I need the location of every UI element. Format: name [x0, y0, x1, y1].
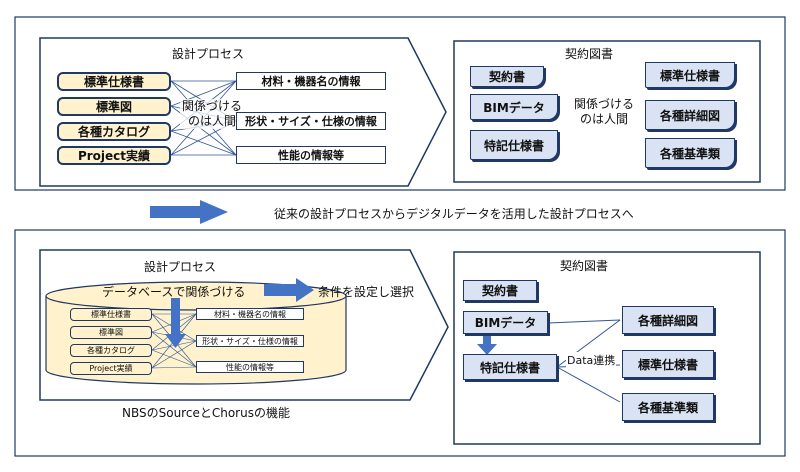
top-output-performance: 性能の情報等 — [236, 146, 386, 164]
top-contract-relation-line2: のは人間 — [579, 112, 628, 126]
database-down-arrow — [165, 298, 186, 348]
bottom-process-title: 設計プロセス — [144, 260, 217, 274]
condition-right-arrow — [264, 278, 314, 302]
top-doc-bim: BIMデータ — [470, 94, 558, 120]
top-output-material: 材料・機器名の情報 — [236, 72, 386, 90]
bottom-doc-detail-drawings: 各種詳細図 — [622, 306, 714, 334]
top-relation-line1: 関係づける — [181, 99, 242, 113]
top-contract-relation-note: 関係づける のは人間 — [568, 97, 640, 127]
top-doc-special-spec: 特記仕様書 — [470, 130, 558, 160]
top-process-title: 設計プロセス — [172, 47, 245, 61]
bottom-doc-bim: BIMデータ — [463, 311, 548, 334]
bottom-outer-frame — [14, 229, 786, 457]
bottom-relation-lines — [151, 313, 197, 369]
top-contract-title: 契約図書 — [565, 47, 614, 61]
bottom-output-material: 材料・機器名の情報 — [196, 308, 304, 320]
database-text: データベースで関係づける — [102, 285, 246, 299]
top-relation-note: 関係づける のは人間 — [180, 99, 244, 129]
bottom-source-standard-drawing: 標準図 — [70, 326, 152, 339]
top-doc-detail-drawings: 各種詳細図 — [645, 100, 735, 130]
top-source-standard-spec: 標準仕様書 — [57, 72, 171, 91]
top-relation-line2: のは人間 — [187, 114, 236, 128]
bottom-caption: NBSのSourceとChorusの機能 — [122, 406, 290, 420]
bottom-source-project-record: Project実績 — [70, 362, 152, 375]
transition-text: 従来の設計プロセスからデジタルデータを活用した設計プロセスへ — [274, 207, 634, 221]
bottom-doc-standards: 各種基準類 — [622, 393, 714, 421]
transition-arrow — [150, 200, 228, 224]
top-doc-standards: 各種基準類 — [645, 138, 735, 168]
bottom-contract-title: 契約図書 — [560, 259, 609, 273]
bottom-doc-contract: 契約書 — [463, 280, 537, 301]
bottom-output-performance: 性能の情報等 — [196, 361, 304, 373]
bottom-output-shape: 形状・サイズ・仕様の情報 — [196, 335, 304, 347]
top-outer-frame — [14, 16, 786, 191]
data-link-label: Data連携 — [566, 352, 617, 368]
bottom-source-standard-spec: 標準仕様書 — [70, 308, 152, 321]
condition-text: 条件を設定し選択 — [318, 285, 415, 299]
top-output-shape: 形状・サイズ・仕様の情報 — [236, 112, 386, 130]
top-doc-contract: 契約書 — [470, 66, 544, 87]
bim-to-spec-arrow — [477, 335, 497, 355]
top-doc-standard-spec: 標準仕様書 — [645, 62, 735, 88]
top-source-catalog: 各種カタログ — [57, 122, 171, 141]
bottom-doc-standard-spec: 標準仕様書 — [622, 350, 714, 378]
top-source-standard-drawing: 標準図 — [57, 97, 171, 116]
bottom-source-catalog: 各種カタログ — [70, 344, 152, 357]
top-contract-relation-line1: 関係づける — [573, 97, 634, 111]
bottom-doc-special-spec: 特記仕様書 — [463, 354, 557, 380]
top-source-project-record: Project実績 — [57, 146, 171, 165]
